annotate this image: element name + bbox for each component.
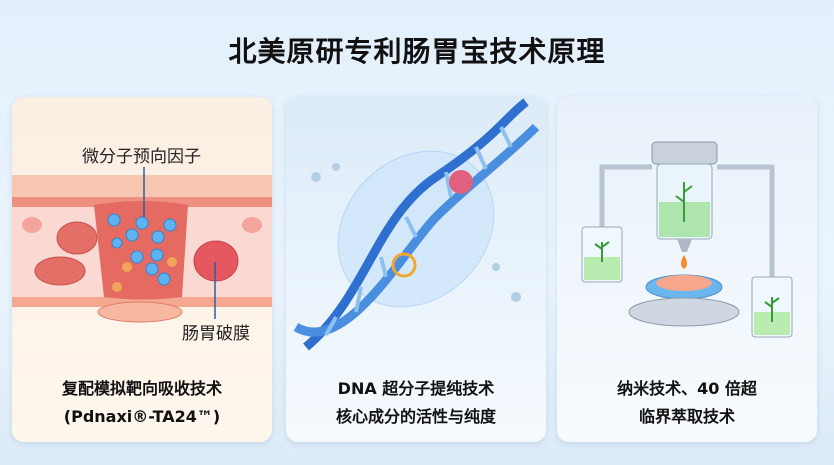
- dna-helix-illustration: [293, 98, 540, 351]
- intestine-membrane-illustration: [12, 167, 272, 323]
- card-dna-purification: DNA 超分子提纯技术 核心成分的活性与纯度: [286, 97, 546, 442]
- label-gut-membrane: 肠胃破膜: [182, 324, 250, 344]
- card-caption: DNA 超分子提纯技术 核心成分的活性与纯度: [286, 375, 546, 431]
- caption-line: 临界萃取技术: [638, 407, 735, 426]
- page-title: 北美原研专利肠胃宝技术原理: [228, 35, 606, 68]
- caption-line: DNA 超分子提纯技术: [337, 379, 495, 398]
- label-micro-molecule-factor: 微分子预向因子: [82, 147, 201, 167]
- caption-line: (Pdnaxi®-TA24™): [63, 407, 221, 426]
- caption-line: 核心成分的活性与纯度: [335, 407, 496, 426]
- extraction-apparatus-illustration: [581, 141, 793, 338]
- caption-line: 复配模拟靶向吸收技术: [61, 379, 222, 398]
- caption-line: 纳米技术、40 倍超: [617, 379, 757, 398]
- card-targeted-absorption: 微分子预向因子 肠胃破膜 复配模拟靶向吸收技术 (Pdnaxi®-TA24™): [12, 97, 272, 442]
- card-nano-extraction: 纳米技术、40 倍超 临界萃取技术: [557, 97, 817, 442]
- card-caption: 复配模拟靶向吸收技术 (Pdnaxi®-TA24™): [12, 375, 272, 431]
- card-caption: 纳米技术、40 倍超 临界萃取技术: [557, 375, 817, 431]
